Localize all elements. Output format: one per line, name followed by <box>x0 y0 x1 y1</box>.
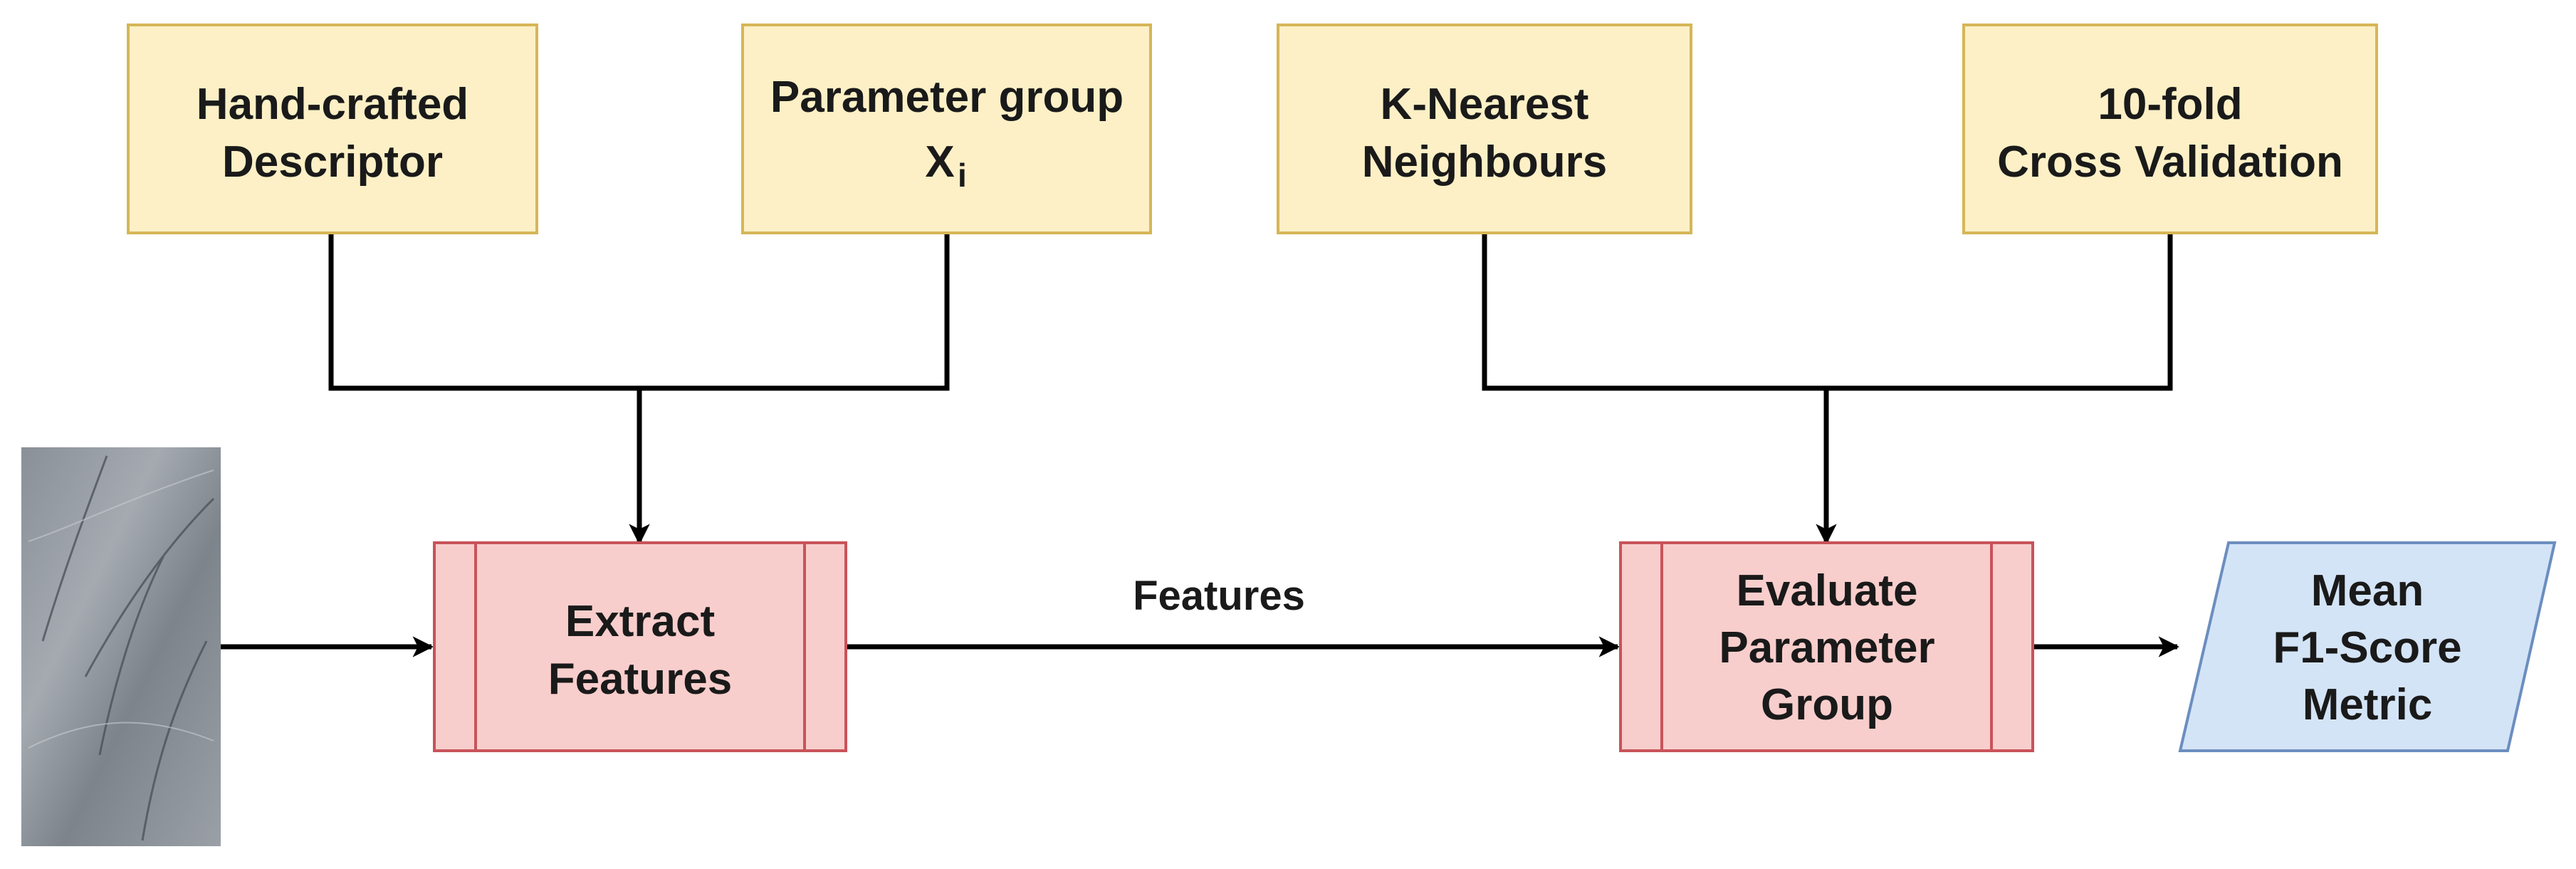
box-k-nearest-neighbours: K-Nearest Neighbours <box>1277 24 1692 234</box>
cross-validation-line2: Cross Validation <box>1997 137 2343 187</box>
parameter-group-line1: Parameter group <box>770 73 1124 122</box>
evaluate-line1: Evaluate <box>1736 566 1917 615</box>
output-mean-f1-score-metric: Mean F1-Score Metric <box>2178 541 2557 752</box>
parameter-group-symbol: X <box>925 137 954 187</box>
output-line2: F1-Score <box>2273 623 2461 672</box>
extract-line2: Features <box>548 655 732 704</box>
knn-line1: K-Nearest <box>1381 80 1589 129</box>
extract-line1: Extract <box>565 597 715 646</box>
evaluate-line2: Parameter <box>1719 623 1934 672</box>
process-extract-features: Extract Features <box>433 541 847 752</box>
evaluate-line3: Group <box>1761 680 1893 729</box>
output-line1: Mean <box>2311 566 2424 615</box>
input-image <box>21 447 221 846</box>
box-cross-validation: 10-fold Cross Validation <box>1962 24 2378 234</box>
descriptor-line2: Descriptor <box>222 137 443 187</box>
process-evaluate-parameter-group: Evaluate Parameter Group <box>1619 541 2034 752</box>
connectors <box>221 233 2179 657</box>
box-hand-crafted-descriptor: Hand-crafted Descriptor <box>127 24 538 234</box>
connector-descriptor-to-join <box>328 233 950 391</box>
cross-validation-line1: 10-fold <box>2098 80 2242 129</box>
connector-knn-to-join <box>1482 233 2173 391</box>
box-parameter-group: Parameter group X i <box>741 24 1152 234</box>
parameter-group-subscript: i <box>958 157 967 194</box>
descriptor-line1: Hand-crafted <box>197 80 468 129</box>
edge-label-features: Features <box>1133 573 1305 619</box>
output-line3: Metric <box>2303 680 2433 729</box>
knn-line2: Neighbours <box>1362 137 1607 187</box>
